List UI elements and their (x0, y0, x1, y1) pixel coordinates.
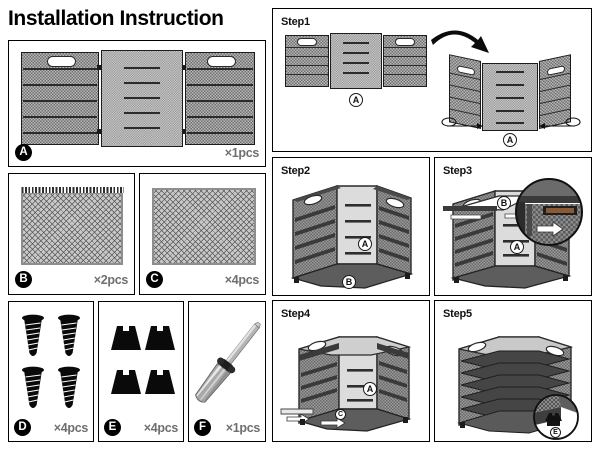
step2-illustration (290, 185, 414, 289)
step5-illustration (457, 336, 574, 434)
part-cell-B: B ×2pcs (8, 173, 135, 295)
step1-flat-rail (384, 47, 426, 49)
step-cell-step5: Step5 (434, 300, 592, 442)
part-a-left-rail (23, 68, 97, 70)
part-badge-B: B (15, 271, 32, 288)
step-label-step2: Step2 (281, 165, 310, 177)
step1-open-center-slat (496, 122, 524, 124)
step-cell-step3: Step3 (434, 157, 592, 296)
step1-flat-right-handle (395, 38, 415, 46)
part-a-right-handle (207, 56, 236, 67)
part-a-left-rail (23, 116, 97, 118)
step1-flat-rail (286, 74, 328, 76)
part-qty-E: ×4pcs (143, 421, 179, 435)
part-a-right-rail (187, 132, 253, 134)
part-cell-E: E ×4pcs (98, 301, 184, 442)
step1-flat-rail (286, 56, 328, 58)
part-a-hinge (182, 129, 186, 134)
step1-flat-rail (286, 65, 328, 67)
part-cell-A: A ×1pcs (8, 40, 266, 167)
screwdriver-icon (195, 321, 261, 403)
part-a-left-rail (23, 84, 97, 86)
step3-detail-magnifier (515, 178, 583, 246)
part-badge-C: C (146, 271, 163, 288)
part-a-right-rail (187, 68, 253, 70)
part-qty-F: ×1pcs (225, 421, 261, 435)
part-qty-B: ×2pcs (93, 273, 129, 287)
step1-open-center-slat (496, 84, 524, 86)
part-a-hinge (97, 129, 101, 134)
step1-curved-arrow-icon (431, 30, 489, 53)
step1-flat-rail (384, 74, 426, 76)
part-qty-A: ×1pcs (224, 146, 260, 160)
step-cell-step1: Step1 A (272, 8, 592, 152)
part-a-left-rail (23, 132, 97, 134)
step1-fold-direction-arrows (441, 117, 581, 129)
page-title: Installation Instruction (8, 7, 224, 30)
step2-callout-A: A (358, 237, 372, 251)
part-a-center-panel (101, 50, 183, 147)
part-a-left-rail (23, 100, 97, 102)
step-label-step5: Step5 (443, 308, 472, 320)
part-qty-D: ×4pcs (53, 421, 89, 435)
step3-callout-A: A (510, 240, 524, 254)
part-cell-F: F ×1pcs (188, 301, 266, 442)
step1-callout-A: A (349, 93, 363, 107)
step1-flat-center-slat (343, 42, 369, 44)
part-badge-F: F (194, 419, 211, 436)
step1-open-center-slat (496, 71, 524, 73)
part-a-right-rail (187, 84, 253, 86)
step1-open-center-slat (496, 97, 524, 99)
step-cell-step4: Step4 (272, 300, 430, 442)
part-c-mesh (152, 188, 256, 265)
part-qty-C: ×4pcs (224, 273, 260, 287)
rubber-foot-icon-group (111, 326, 175, 394)
step1-flat-center-slat (343, 52, 369, 54)
part-badge-E: E (104, 419, 121, 436)
step4-callout-A: A (363, 382, 377, 396)
part-a-center-slat (124, 67, 160, 70)
step-label-step1: Step1 (281, 16, 310, 28)
screw-icon-group (22, 314, 80, 408)
part-cell-D: D ×4pcs (8, 301, 94, 442)
part-a-left-handle (47, 56, 76, 67)
step1-open-center-slat (496, 110, 524, 112)
part-a-right-rail (187, 116, 253, 118)
part-a-center-slat (124, 82, 160, 85)
part-a-center-slat (124, 127, 160, 130)
step1-flat-rail (286, 47, 328, 49)
part-b-toothed-edge (20, 187, 124, 193)
step1-flat-rail (384, 65, 426, 67)
part-a-center-slat (124, 97, 160, 100)
step4-illustration (280, 336, 412, 432)
part-cell-C: C ×4pcs (139, 173, 266, 295)
part-b-mesh (21, 192, 123, 265)
part-a-hinge (97, 65, 101, 70)
part-a-center-slat (124, 112, 160, 115)
step3-callout-B: B (497, 196, 511, 210)
part-badge-A: A (15, 144, 32, 161)
step-label-step3: Step3 (443, 165, 472, 177)
step1-flat-rail (384, 56, 426, 58)
part-a-hinge (182, 65, 186, 70)
step4-callout-C: C (335, 409, 346, 420)
part-badge-D: D (14, 419, 31, 436)
step-cell-step2: Step2 (272, 157, 430, 296)
step1-flat-left-handle (297, 38, 317, 46)
step1-flat-center-slat (343, 72, 369, 74)
part-a-right-rail (187, 100, 253, 102)
step1-flat-center-slat (343, 62, 369, 64)
step1-callout-A-open: A (503, 133, 517, 147)
step-label-step4: Step4 (281, 308, 310, 320)
step2-callout-B: B (342, 275, 356, 289)
step5-callout-E: E (550, 427, 561, 438)
